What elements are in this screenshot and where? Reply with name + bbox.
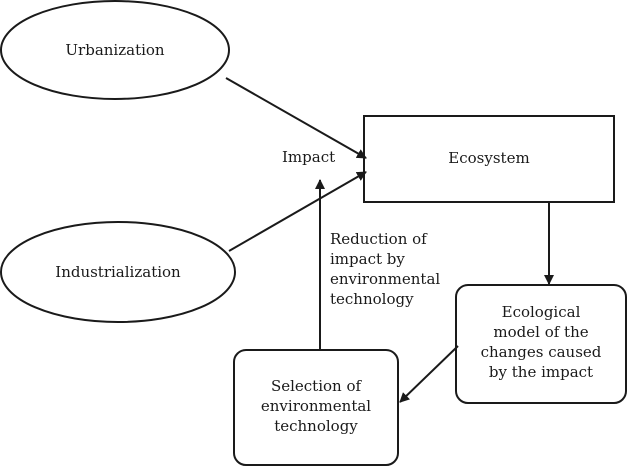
urbanization-node bbox=[0, 0, 230, 100]
edge-model-to-selection bbox=[399, 345, 459, 403]
reduction-label: Reduction of impact by environmental tec… bbox=[330, 230, 441, 308]
edge-urbanization-to-ecosystem bbox=[225, 77, 367, 159]
selection-label: Selection of environmental technology bbox=[260, 377, 372, 435]
impact-label: Impact bbox=[282, 148, 336, 166]
ecological-model-label: Ecological model of the changes caused b… bbox=[480, 303, 602, 381]
industrialization-label: Industrialization bbox=[55, 263, 181, 281]
edge-industrialization-to-ecosystem bbox=[228, 171, 367, 252]
selection-node bbox=[233, 349, 399, 466]
industrialization-node bbox=[0, 221, 236, 323]
ecosystem-node bbox=[363, 115, 615, 203]
ecosystem-label: Ecosystem bbox=[448, 149, 530, 167]
urbanization-label: Urbanization bbox=[65, 41, 165, 59]
ecological-model-node bbox=[455, 284, 627, 404]
